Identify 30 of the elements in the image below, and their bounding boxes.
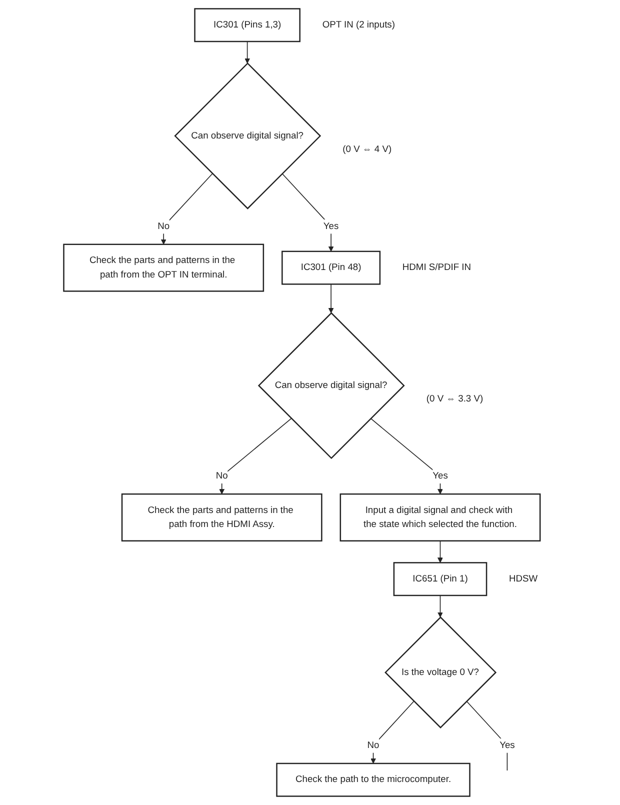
side-note: (0 V ⇔ 3.3 V) (426, 394, 484, 404)
arrow (282, 173, 334, 252)
arrow (328, 284, 334, 314)
edge-label: No (216, 469, 228, 484)
process-box: Input a digital signal and check with the state which selected the function. (340, 493, 541, 542)
side-note: HDMI S/PDIF IN (402, 262, 472, 273)
arrow (370, 418, 443, 494)
side-note: OPT IN (2 inputs) (322, 19, 395, 30)
edge-label: No (158, 219, 170, 234)
edge-label: Yes (323, 219, 339, 234)
process-box: IC301 (Pin 48) (282, 250, 381, 285)
arrow (437, 540, 443, 563)
arrow (160, 173, 213, 245)
arrow (244, 41, 250, 64)
decision-diamond: Can observe digital signal? (174, 62, 322, 210)
process-box: Check the path to the microcomputer. (276, 762, 470, 797)
edge-label: Yes (432, 469, 448, 484)
process-box: Check the parts and patterns in the path from the HDMI Assy. (121, 493, 322, 542)
side-note: (0 V ⇔ 4 V) (342, 144, 392, 154)
edge-label: No (367, 738, 380, 753)
side-note: HDSW (508, 573, 538, 584)
edge-label: Yes (500, 738, 515, 753)
process-box: IC301 (Pins 1,3) (194, 8, 300, 42)
process-box: IC651 (Pin 1) (393, 562, 488, 596)
arrow (437, 595, 443, 618)
arrow (219, 418, 292, 494)
process-box: Check the parts and patterns in the path from the OPT IN terminal. (63, 244, 264, 292)
decision-diamond: Is the voltage 0 V? (384, 616, 497, 728)
arrow (370, 700, 414, 764)
decision-diamond: Can observe digital signal? (258, 312, 405, 460)
